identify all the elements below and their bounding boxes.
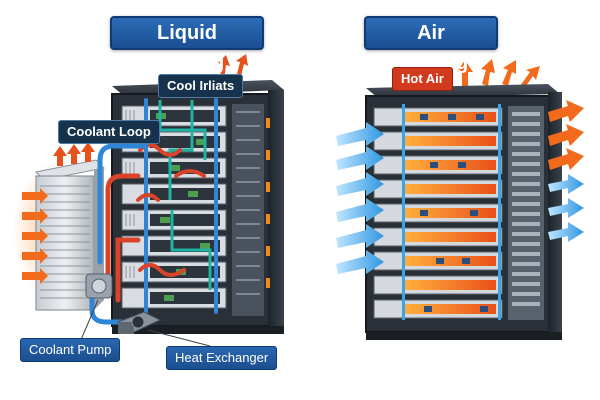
coolant-pump-label: Coolant Pump [20, 338, 121, 362]
hot-air-label: Hot Air [392, 67, 453, 91]
orange-arrow-icon [457, 59, 540, 89]
coolant-loop-label: Coolant Loop [58, 120, 160, 144]
air-cooling-title: Air Cooling [364, 16, 498, 74]
cool-inlets-label: Cool Irliats [158, 74, 244, 98]
heat-exchanger-label: Heat Exchanger [166, 346, 278, 370]
liquid-cooling-title: Liquid Cooling [110, 16, 264, 74]
coolant-pump [85, 273, 113, 299]
blue-arrow-icon [548, 174, 584, 242]
coolant-loop-pipes [89, 143, 149, 325]
air-cooling-scene [336, 59, 584, 340]
air-rack [365, 84, 562, 340]
orange-arrow-icon [548, 100, 584, 170]
radiator-fins [40, 185, 90, 299]
blue-arrow-icon [336, 122, 384, 274]
liquid-rack [111, 80, 284, 334]
up-arrow-icon [218, 54, 248, 80]
liquid-cooling-scene [12, 54, 284, 347]
up-arrow-icon [53, 142, 95, 166]
heat-exchanger-unit [22, 142, 106, 311]
heat-exchanger-base [116, 311, 162, 334]
